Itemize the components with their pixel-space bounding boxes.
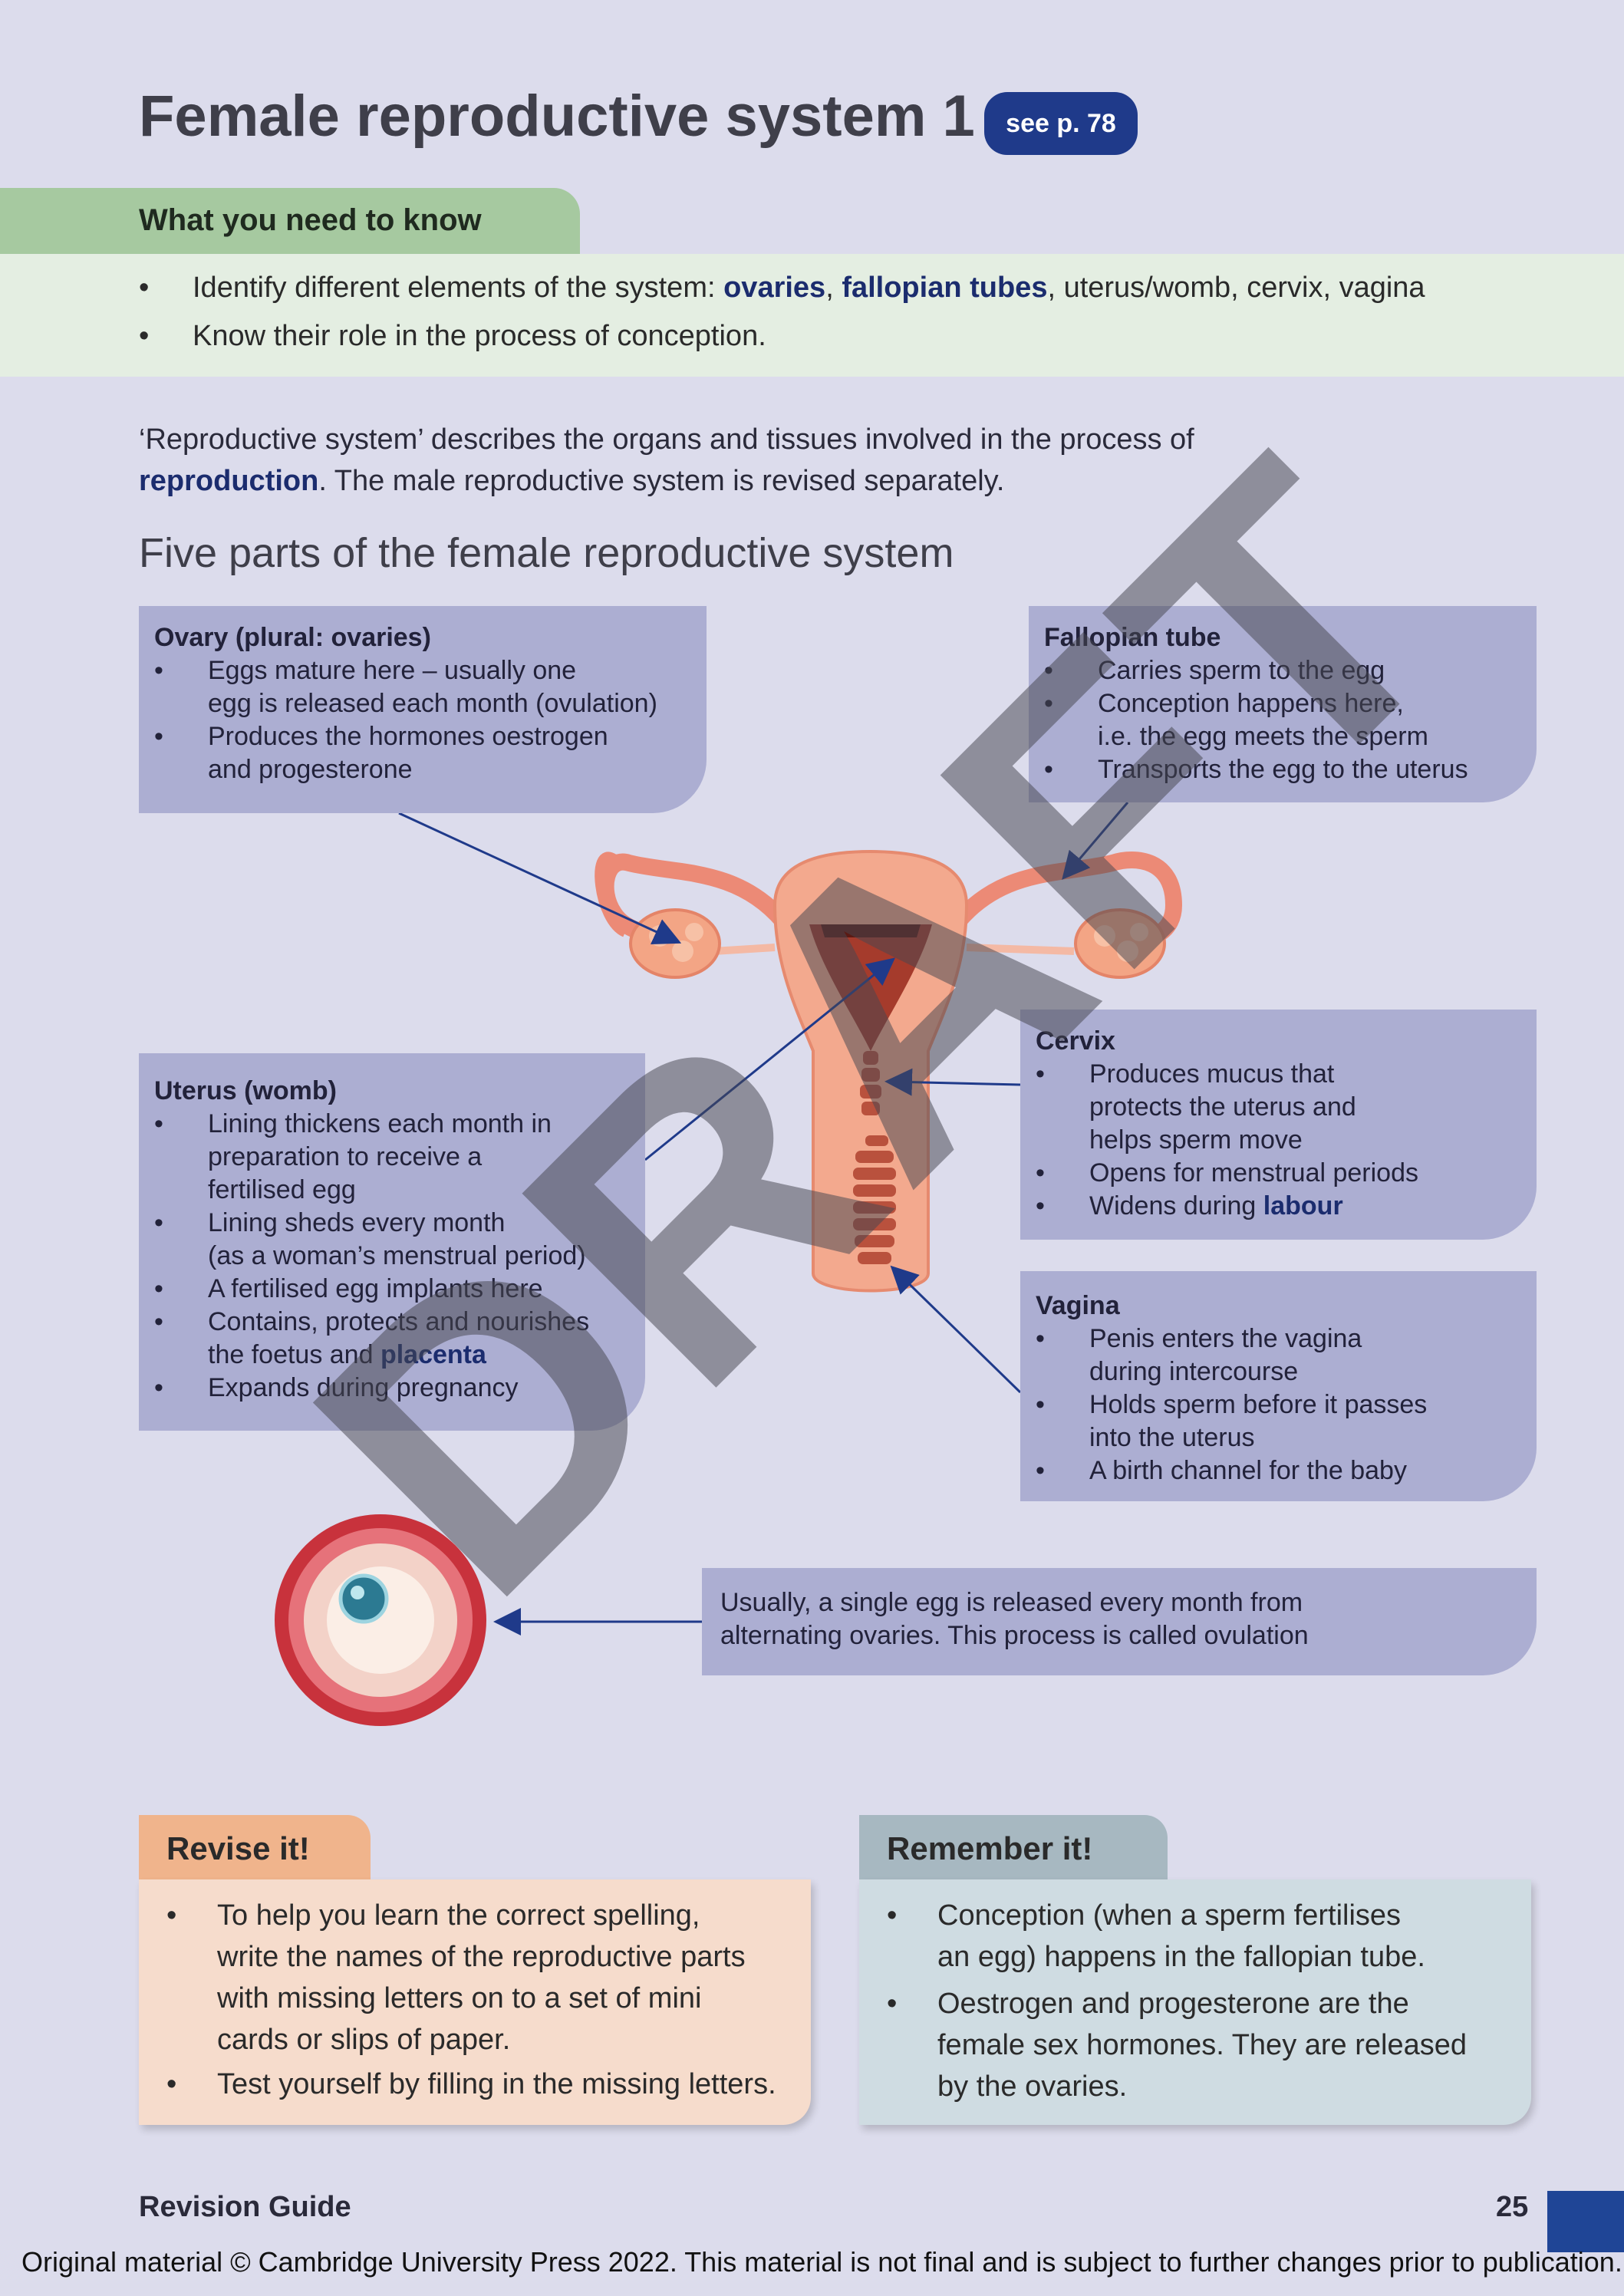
- list-item: Widens during labour: [1036, 1190, 1537, 1223]
- vagina-card-title: Vagina: [1036, 1291, 1120, 1320]
- need-to-know-box: •Identify different elements of the syst…: [0, 254, 1624, 377]
- cervix-card-title: Cervix: [1036, 1026, 1115, 1056]
- key-term-ovaries[interactable]: ovaries: [723, 272, 826, 304]
- list-item: Expands during pregnancy: [154, 1372, 645, 1405]
- list-item: A birth channel for the baby: [1036, 1454, 1537, 1487]
- list-item: Conception happens here,i.e. the egg mee…: [1044, 687, 1537, 753]
- page-title: Female reproductive system 1: [139, 84, 975, 149]
- revise-it-heading: Revise it!: [166, 1830, 310, 1866]
- intro-paragraph: ‘Reproductive system’ describes the orga…: [139, 423, 1194, 497]
- egg-cell-illustration: [275, 1514, 486, 1726]
- remember-it-tab: Remember it!: [859, 1815, 1168, 1879]
- list-item: A fertilised egg implants here: [154, 1273, 645, 1306]
- copyright-notice: Original material © Cambridge University…: [21, 2246, 1622, 2278]
- list-item: Lining thickens each month inpreparation…: [154, 1108, 645, 1207]
- section-heading: Five parts of the female reproductive sy…: [139, 530, 954, 576]
- list-item: Lining sheds every month(as a woman’s me…: [154, 1207, 645, 1273]
- key-term-fallopian-tubes[interactable]: fallopian tubes: [842, 272, 1048, 304]
- key-term-placenta[interactable]: placenta: [380, 1340, 486, 1369]
- list-item: Carries sperm to the egg: [1044, 654, 1537, 687]
- uterus-illustration: [595, 849, 1183, 1293]
- ovary-card-title: Ovary (plural: ovaries): [154, 623, 431, 652]
- fallopian-tube-card-title: Fallopian tube: [1044, 623, 1221, 652]
- remember-it-heading: Remember it!: [887, 1830, 1093, 1866]
- ovary-card: Ovary (plural: ovaries) Eggs mature here…: [139, 606, 707, 813]
- ovary-arrow: [398, 812, 682, 945]
- fallopian-tube-arrow: [1062, 802, 1129, 880]
- ovulation-card: Usually, a single egg is released every …: [702, 1568, 1537, 1675]
- fallopian-tube-card: Fallopian tube Carries sperm to the egg …: [1029, 606, 1537, 802]
- page-corner-tab: [1547, 2191, 1624, 2252]
- need-to-know-heading: What you need to know: [139, 203, 482, 237]
- uterus-card: Uterus (womb) Lining thickens each month…: [139, 1053, 645, 1431]
- footer-book-title: Revision Guide: [139, 2191, 351, 2223]
- need-to-know-item: •Identify different elements of the syst…: [139, 272, 1425, 304]
- cervix-arrow: [884, 1068, 1021, 1096]
- list-item: Opens for menstrual periods: [1036, 1157, 1537, 1190]
- key-term-labour[interactable]: labour: [1263, 1191, 1343, 1220]
- list-item: Transports the egg to the uterus: [1044, 753, 1537, 786]
- need-to-know-item: •Know their role in the process of conce…: [139, 320, 766, 352]
- revise-it-tab: Revise it!: [139, 1815, 371, 1879]
- see-page-badge[interactable]: see p. 78: [984, 92, 1138, 155]
- vagina-arrow: [890, 1265, 1022, 1394]
- page-number: 25: [1496, 2191, 1529, 2223]
- uterus-arrow: [644, 957, 895, 1161]
- uterus-card-title: Uterus (womb): [154, 1076, 337, 1105]
- revise-it-box: • To help you learn the correct spelling…: [139, 1879, 811, 2125]
- need-to-know-tab: What you need to know: [0, 188, 580, 254]
- key-term-reproduction[interactable]: reproduction: [139, 465, 319, 497]
